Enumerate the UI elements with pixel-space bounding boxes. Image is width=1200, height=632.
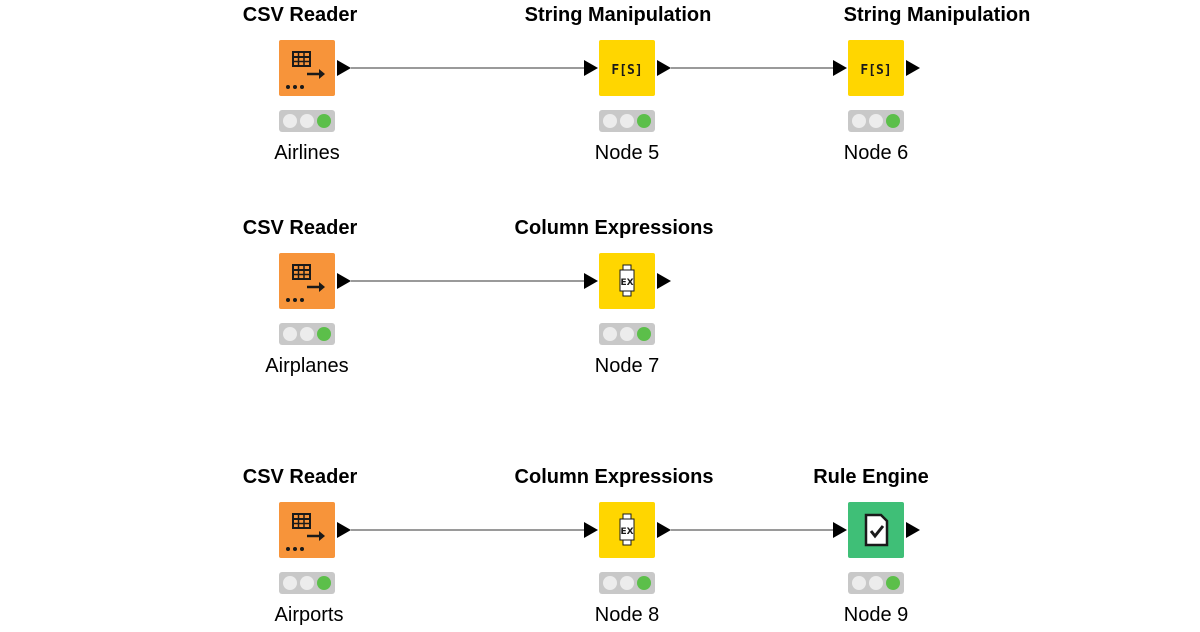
node-status-traffic-light <box>848 110 904 132</box>
node-airlines[interactable]: CSV Reader Airlines <box>207 0 407 170</box>
node-label[interactable]: Airlines <box>274 142 340 164</box>
node-type-title: String Manipulation <box>524 4 712 26</box>
status-light-executed <box>637 576 651 590</box>
status-light-inactive <box>620 576 634 590</box>
string-manipulation-node-box[interactable]: F[S] <box>599 40 655 96</box>
node-status-traffic-light <box>599 110 655 132</box>
status-light-executed <box>637 114 651 128</box>
node-label[interactable]: Airplanes <box>265 355 349 377</box>
node-node-5[interactable]: String Manipulation F[S] Node 5 <box>525 0 727 170</box>
node-type-title: Column Expressions <box>514 217 714 239</box>
csv-reader-node-box[interactable] <box>279 253 335 309</box>
status-light-inactive <box>603 114 617 128</box>
node-label[interactable]: Node 7 <box>594 355 660 377</box>
output-port[interactable] <box>337 60 351 76</box>
status-light-executed <box>317 114 331 128</box>
node-status-traffic-light <box>848 572 904 594</box>
svg-text:F[S]: F[S] <box>611 63 642 78</box>
status-light-inactive <box>620 327 634 341</box>
node-status-traffic-light <box>599 572 655 594</box>
svg-text:F[S]: F[S] <box>860 63 891 78</box>
node-label[interactable]: Node 6 <box>843 142 909 164</box>
output-port[interactable] <box>657 60 671 76</box>
status-light-executed <box>317 576 331 590</box>
node-node-9[interactable]: Rule Engine Node 9 <box>776 462 976 632</box>
status-light-inactive <box>603 576 617 590</box>
status-light-inactive <box>869 576 883 590</box>
node-status-traffic-light <box>279 323 335 345</box>
status-light-executed <box>317 327 331 341</box>
output-port[interactable] <box>337 273 351 289</box>
output-port[interactable] <box>337 522 351 538</box>
svg-text:EX: EX <box>620 278 633 288</box>
node-type-title: Column Expressions <box>514 466 714 488</box>
node-type-title: CSV Reader <box>242 4 358 26</box>
status-light-inactive <box>869 114 883 128</box>
node-node-8[interactable]: Column Expressions EX Node 8 <box>515 462 727 632</box>
status-light-inactive <box>852 576 866 590</box>
status-light-executed <box>886 576 900 590</box>
node-label[interactable]: Node 9 <box>843 604 909 626</box>
node-airports[interactable]: CSV Reader Airports <box>207 462 407 632</box>
node-type-title: String Manipulation <box>843 4 1031 26</box>
status-light-inactive <box>300 114 314 128</box>
status-light-executed <box>637 327 651 341</box>
status-light-executed <box>886 114 900 128</box>
status-light-inactive <box>852 114 866 128</box>
output-port[interactable] <box>906 60 920 76</box>
string-manipulation-node-box[interactable]: F[S] <box>848 40 904 96</box>
node-status-traffic-light <box>279 110 335 132</box>
status-light-inactive <box>300 327 314 341</box>
status-light-inactive <box>620 114 634 128</box>
status-light-inactive <box>603 327 617 341</box>
node-status-traffic-light <box>599 323 655 345</box>
node-label[interactable]: Node 5 <box>594 142 660 164</box>
status-light-inactive <box>283 114 297 128</box>
node-node-7[interactable]: Column Expressions EX Node 7 <box>515 213 727 383</box>
column-expressions-node-box[interactable]: EX <box>599 502 655 558</box>
status-light-inactive <box>283 576 297 590</box>
output-port[interactable] <box>657 273 671 289</box>
node-airplanes[interactable]: CSV Reader Airplanes <box>207 213 407 383</box>
output-port[interactable] <box>906 522 920 538</box>
node-type-title: CSV Reader <box>242 217 358 239</box>
csv-reader-node-box[interactable] <box>279 502 335 558</box>
output-port[interactable] <box>657 522 671 538</box>
node-type-title: CSV Reader <box>242 466 358 488</box>
csv-reader-node-box[interactable] <box>279 40 335 96</box>
node-status-traffic-light <box>279 572 335 594</box>
status-light-inactive <box>283 327 297 341</box>
column-expressions-node-box[interactable]: EX <box>599 253 655 309</box>
node-label[interactable]: Airports <box>274 604 344 626</box>
node-label[interactable]: Node 8 <box>594 604 660 626</box>
rule-engine-node-box[interactable] <box>848 502 904 558</box>
status-light-inactive <box>300 576 314 590</box>
node-node-6[interactable]: String Manipulation F[S] Node 6 <box>776 0 1031 170</box>
svg-text:EX: EX <box>620 527 633 537</box>
node-type-title: Rule Engine <box>813 466 929 488</box>
